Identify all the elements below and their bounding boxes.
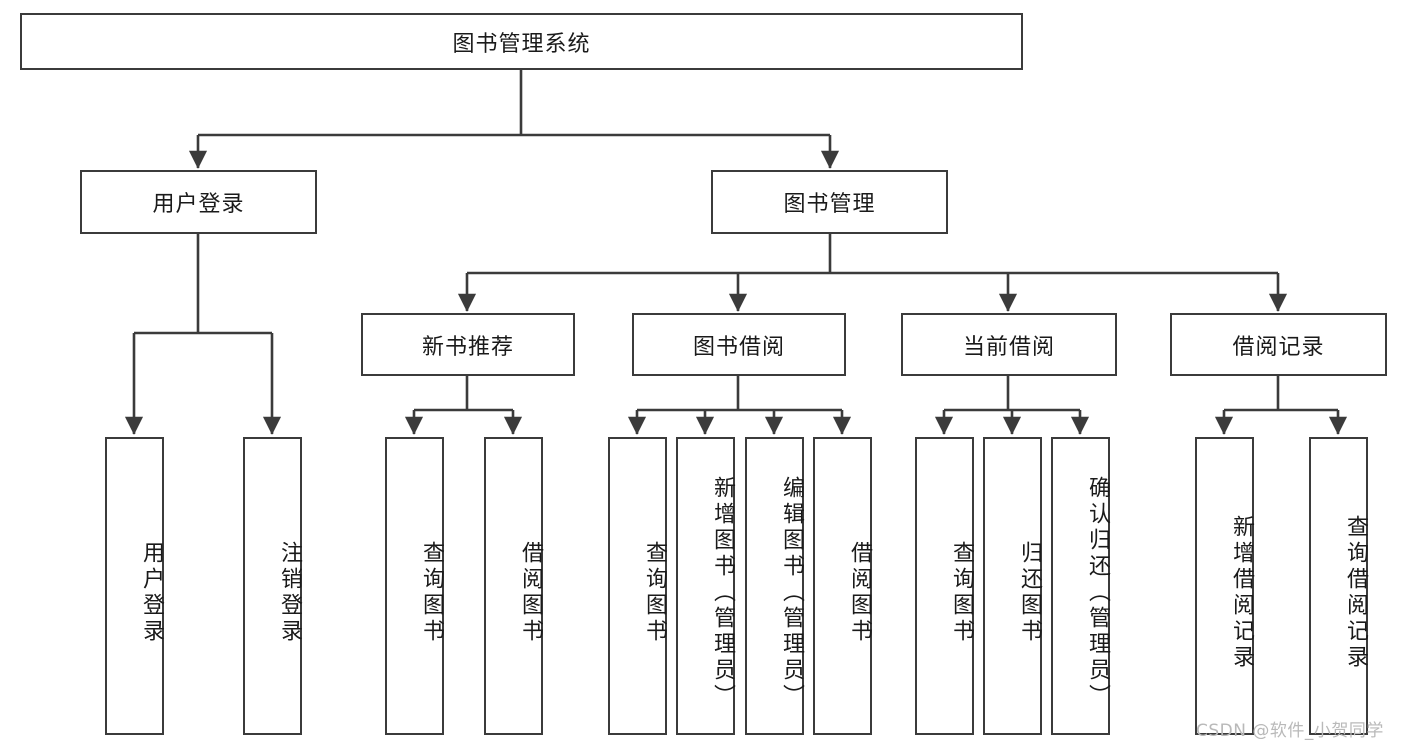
node-label: 图书管理系统 — [452, 31, 591, 57]
node-label: 查询图书 — [642, 541, 667, 645]
node-label: 借阅图书 — [518, 541, 543, 645]
node-label: 图书借阅 — [692, 334, 785, 360]
node-label: 确认归还（管理员） — [1085, 476, 1110, 710]
node-label: 查询借阅记录 — [1343, 515, 1368, 671]
node-root-system[interactable]: 图书管理系统 — [20, 13, 1023, 70]
node-book-management[interactable]: 图书管理 — [711, 170, 948, 234]
leaf-recommend-query-book[interactable]: 查询图书 — [385, 437, 444, 735]
leaf-current-confirm-return[interactable]: 确认归还（管理员） — [1051, 437, 1110, 735]
leaf-borrow-add-book[interactable]: 新增图书（管理员） — [676, 437, 735, 735]
node-book-borrow[interactable]: 图书借阅 — [632, 313, 846, 376]
leaf-recommend-borrow-book[interactable]: 借阅图书 — [484, 437, 543, 735]
leaf-user-logout[interactable]: 注销登录 — [243, 437, 302, 735]
leaf-borrow-edit-book[interactable]: 编辑图书（管理员） — [745, 437, 804, 735]
node-label: 编辑图书（管理员） — [779, 476, 804, 710]
node-label: 用户登录 — [139, 541, 164, 645]
node-label: 查询图书 — [419, 541, 444, 645]
node-label: 新增图书（管理员） — [710, 476, 735, 710]
leaf-user-login[interactable]: 用户登录 — [105, 437, 164, 735]
leaf-current-return-book[interactable]: 归还图书 — [983, 437, 1042, 735]
node-current-borrow[interactable]: 当前借阅 — [901, 313, 1117, 376]
leaf-current-query-book[interactable]: 查询图书 — [915, 437, 974, 735]
node-borrow-record[interactable]: 借阅记录 — [1170, 313, 1387, 376]
node-user-login[interactable]: 用户登录 — [80, 170, 317, 234]
node-new-book-recommend[interactable]: 新书推荐 — [361, 313, 575, 376]
node-label: 借阅图书 — [847, 541, 872, 645]
leaf-record-add-record[interactable]: 新增借阅记录 — [1195, 437, 1254, 735]
node-label: 用户登录 — [152, 192, 245, 217]
leaf-record-query-record[interactable]: 查询借阅记录 — [1309, 437, 1368, 735]
leaf-borrow-query-book[interactable]: 查询图书 — [608, 437, 667, 735]
node-label: 新书推荐 — [421, 334, 514, 360]
node-label: 归还图书 — [1017, 541, 1042, 645]
node-label: 查询图书 — [949, 541, 974, 645]
node-label: 注销登录 — [277, 541, 302, 645]
node-label: 图书管理 — [783, 192, 876, 217]
leaf-borrow-borrow-book[interactable]: 借阅图书 — [813, 437, 872, 735]
node-label: 当前借阅 — [962, 334, 1055, 360]
node-label: 借阅记录 — [1232, 334, 1325, 360]
node-label: 新增借阅记录 — [1229, 515, 1254, 671]
